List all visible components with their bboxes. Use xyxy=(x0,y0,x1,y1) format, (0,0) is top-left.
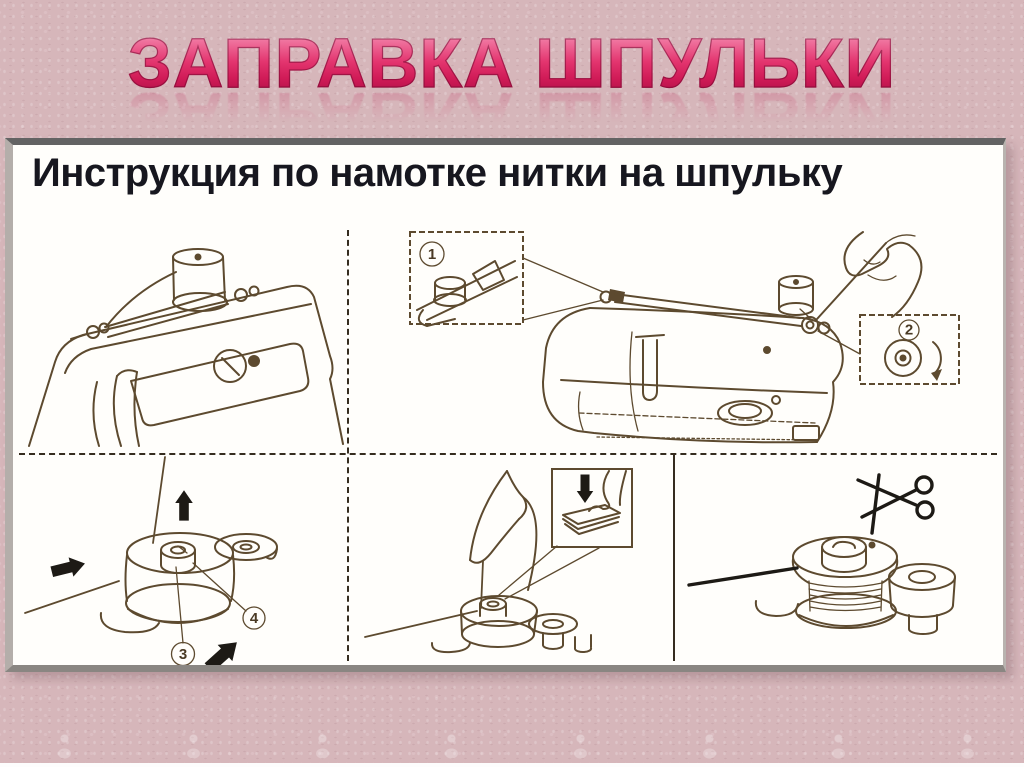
bobbin-back xyxy=(214,533,278,561)
slide-title: ЗАПРАВКА ШПУЛЬКИ xyxy=(127,24,897,102)
foot-on-pedal xyxy=(562,470,627,535)
up-arrow-icon xyxy=(175,490,193,521)
thread-guide-detail xyxy=(416,260,518,327)
decorative-bottom-pattern xyxy=(0,729,1024,763)
side-bobbin xyxy=(528,613,593,654)
arrow-icon xyxy=(204,642,237,665)
panel-header: Инструкция по намотке нитки на шпульку xyxy=(32,151,843,195)
callout-1-number: 1 xyxy=(428,246,436,263)
thread-guide-post xyxy=(599,289,625,304)
instruction-panel: Инструкция по намотке нитки на шпульку xyxy=(5,138,1006,672)
vertical-divider-left xyxy=(347,230,349,661)
callout-box-1: 1 xyxy=(409,231,604,327)
callout-4: 4 xyxy=(192,562,266,630)
threads xyxy=(364,560,484,638)
callout-3: 3 xyxy=(170,566,196,665)
step-threading-path-diagram: 1 xyxy=(347,230,1003,453)
callout-4-number: 4 xyxy=(250,610,259,627)
base-oval xyxy=(99,612,160,634)
base-oval xyxy=(754,600,799,617)
thread-path xyxy=(614,234,916,327)
vertical-divider-right xyxy=(673,455,675,661)
wound-bobbin xyxy=(791,536,899,629)
side-spool xyxy=(888,563,956,635)
machine-side-view-svg: 1 xyxy=(409,231,960,444)
callout-2-leader-line xyxy=(817,330,861,355)
threads xyxy=(687,473,881,587)
step-cut-thread-diagram xyxy=(673,453,1003,665)
callout-2-number: 2 xyxy=(905,322,913,339)
machine-outline xyxy=(28,284,344,447)
callout-3-number: 3 xyxy=(179,646,187,663)
threads xyxy=(24,456,166,614)
step-machine-spool-diagram xyxy=(13,230,347,453)
machine-top-view-svg xyxy=(28,248,344,447)
bobbin-on-winder-svg xyxy=(364,468,633,654)
step-thread-bobbin-diagram: 3 4 xyxy=(13,453,347,665)
direction-arrows xyxy=(50,490,237,665)
callout-1-leader-lines xyxy=(522,257,604,321)
bobbin-threading-svg: 3 4 xyxy=(24,456,278,665)
hand xyxy=(469,470,538,591)
callout-box-2: 2 xyxy=(859,314,960,385)
arrow-icon xyxy=(50,557,85,578)
callout-box-pedal xyxy=(498,468,633,600)
scissors-icon xyxy=(856,475,935,520)
down-arrow-icon xyxy=(576,474,594,503)
base-oval xyxy=(430,642,471,654)
horizontal-divider xyxy=(19,453,997,455)
title-block: ЗАПРАВКА ШПУЛЬКИ ЗАПРАВКА ШПУЛЬКИ xyxy=(0,24,1024,156)
spool-and-thread xyxy=(70,248,260,340)
bobbin xyxy=(460,595,538,648)
winder-wheel-detail xyxy=(884,339,942,381)
hand xyxy=(843,231,923,318)
bobbin-winder-post xyxy=(801,316,831,335)
wound-bobbin-svg xyxy=(687,473,956,635)
callout-leader-lines xyxy=(498,545,600,600)
spool-on-pin xyxy=(778,275,814,319)
bottom-white-strip xyxy=(0,763,1024,767)
step-place-bobbin-diagram xyxy=(347,453,673,665)
machine-body xyxy=(542,307,844,444)
